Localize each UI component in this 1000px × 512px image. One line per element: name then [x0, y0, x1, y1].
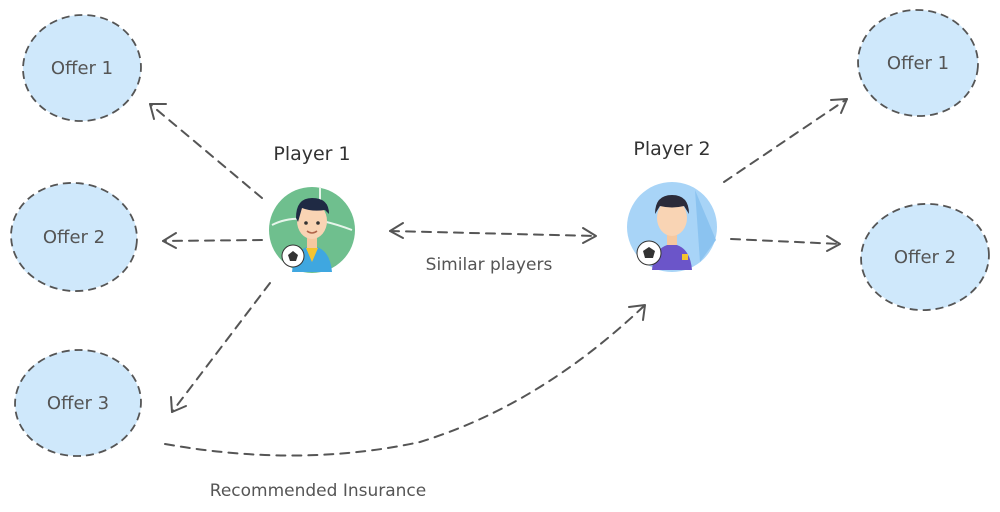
left-offer-1-node[interactable]: Offer 1	[19, 11, 144, 125]
left-offer-3-label: Offer 3	[47, 393, 109, 414]
edge-player1-offer1	[149, 103, 263, 199]
edge-player1-offer3	[170, 282, 271, 413]
edge-recommended-insurance: Recommended Insurance	[164, 304, 646, 501]
player2-node[interactable]: Player 2	[627, 138, 717, 272]
soccer-player-icon	[627, 182, 717, 272]
soccer-player-icon	[269, 187, 355, 273]
edge-similar-players: Similar players	[389, 222, 597, 275]
edge-player2-offer1	[723, 98, 848, 183]
right-offer-2-label: Offer 2	[894, 247, 956, 268]
edge-player1-offer2	[162, 232, 263, 249]
player1-node[interactable]: Player 1	[269, 143, 355, 273]
right-offer-1-node[interactable]: Offer 1	[854, 6, 981, 120]
player2-label: Player 2	[633, 138, 710, 160]
right-offer-1-label: Offer 1	[887, 53, 949, 74]
similar-players-label: Similar players	[426, 255, 553, 275]
recommended-insurance-label: Recommended Insurance	[210, 481, 426, 501]
left-offer-2-label: Offer 2	[43, 227, 105, 248]
player1-label: Player 1	[273, 143, 350, 165]
left-offer-1-label: Offer 1	[51, 58, 113, 79]
edge-player2-offer2	[730, 235, 841, 252]
right-offer-2-node[interactable]: Offer 2	[857, 199, 994, 316]
left-offer-2-node[interactable]: Offer 2	[7, 178, 142, 297]
left-offer-3-node[interactable]: Offer 3	[12, 347, 143, 459]
